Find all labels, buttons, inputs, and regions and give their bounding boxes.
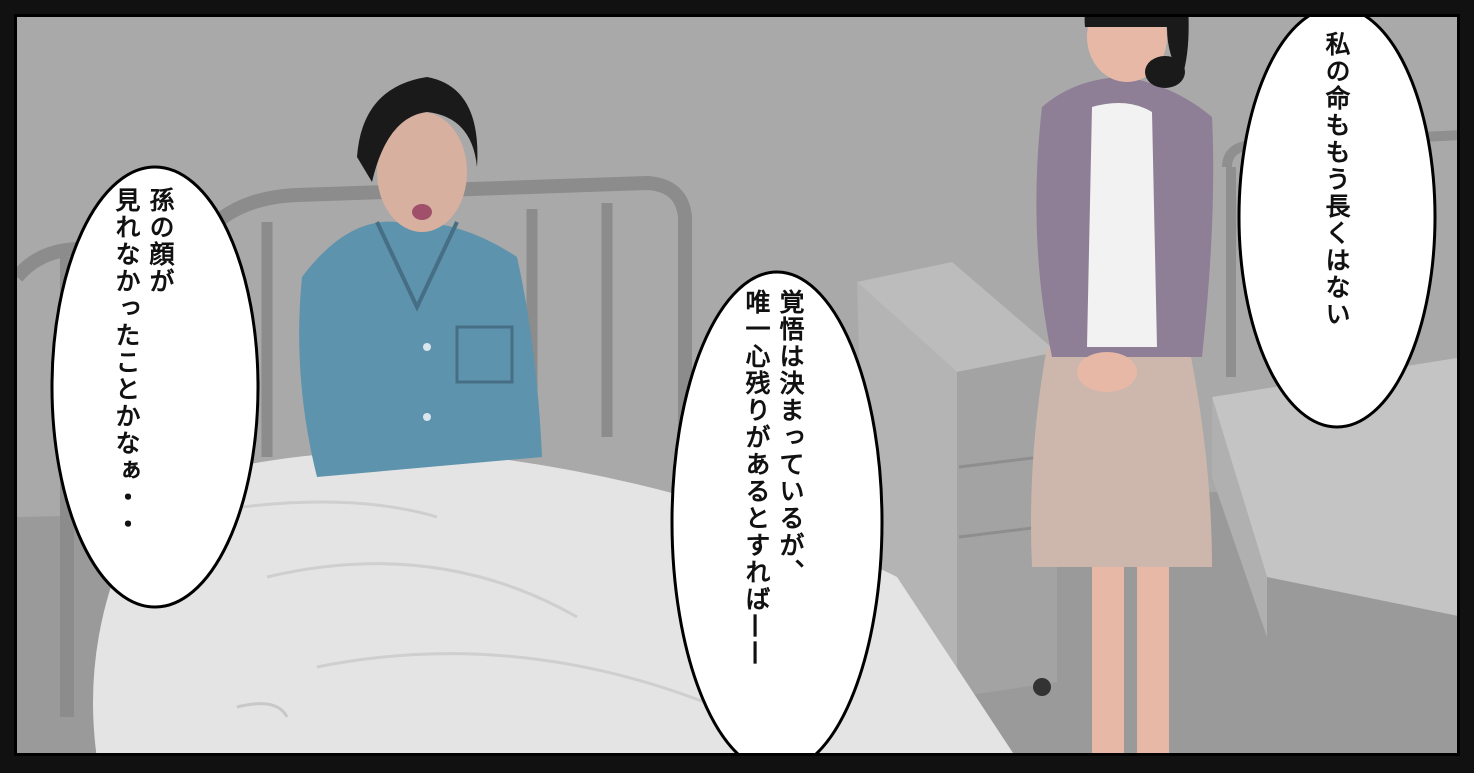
dialogue-center: 覚悟は決まっているが、 唯一心残りがあるとすれば—— <box>742 289 805 667</box>
comic-panel: 孫の顔が 見れなかったことかなぁ・・ 覚悟は決まっているが、 唯一心残りがあると… <box>14 14 1460 756</box>
elderly-man-figure <box>299 77 542 477</box>
dialogue-right: 私の命ももう長くはない <box>1322 31 1351 328</box>
hospital-room-scene <box>17 17 1457 753</box>
speech-bubble-right <box>1237 17 1437 429</box>
speech-bubble-center <box>670 270 884 753</box>
woman-figure <box>1031 17 1214 753</box>
speech-bubble-left <box>50 165 260 609</box>
dialogue-left: 孫の顔が 見れなかったことかなぁ・・ <box>112 187 175 538</box>
